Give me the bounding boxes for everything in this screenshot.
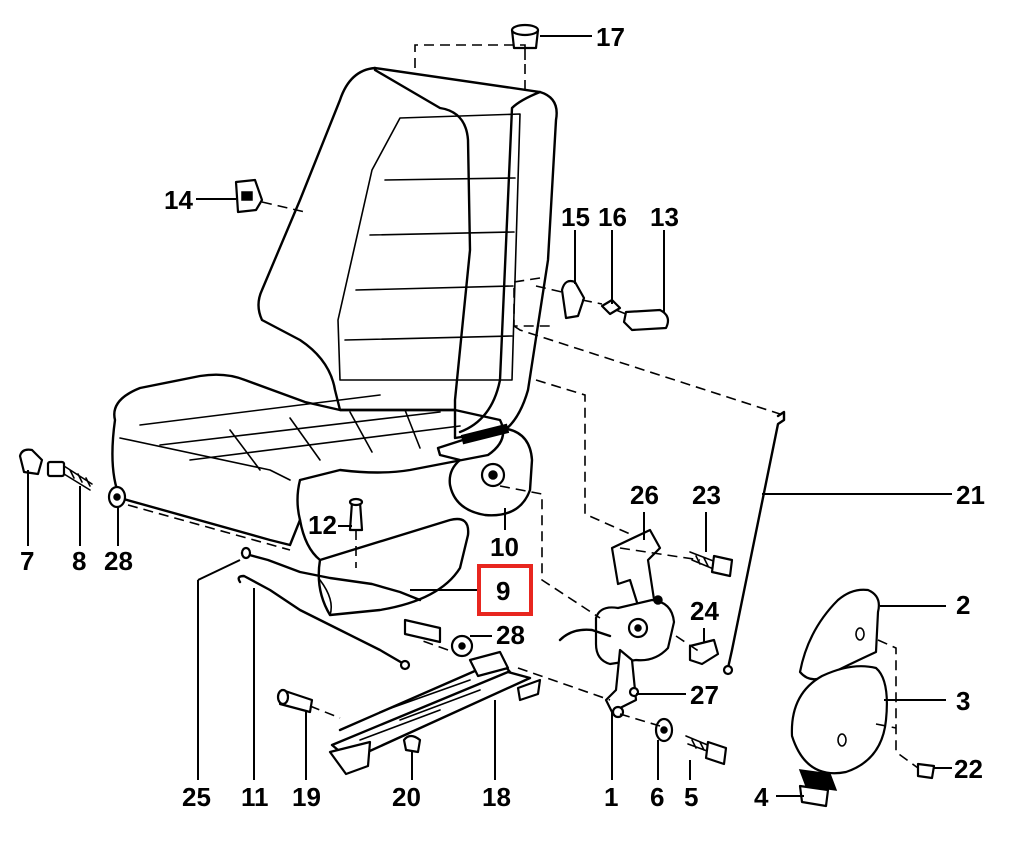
part-12-pin [348, 497, 364, 532]
seat-backrest [257, 66, 558, 440]
part-14-clip [234, 178, 264, 214]
leader-lines [27, 35, 952, 797]
callout-27: 27 [690, 680, 719, 710]
callout-11: 11 [241, 782, 269, 812]
left-fasteners [18, 448, 127, 509]
callout-8: 8 [72, 546, 86, 576]
callout-28-upper: 28 [104, 546, 133, 576]
right-bolts [654, 551, 734, 766]
part-21-rod [722, 410, 786, 676]
callout-18: 18 [482, 782, 511, 812]
callout-9: 9 [496, 576, 510, 606]
callout-6: 6 [650, 782, 664, 812]
callout-4: 4 [754, 782, 769, 812]
callout-23: 23 [692, 480, 721, 510]
callout-5: 5 [684, 782, 698, 812]
callout-21: 21 [956, 480, 985, 510]
callout-26: 26 [630, 480, 659, 510]
lower-washer [403, 618, 474, 658]
callout-7: 7 [20, 546, 34, 576]
callout-10: 10 [490, 532, 519, 562]
callout-28-lower: 28 [496, 620, 525, 650]
callout-15: 15 [561, 202, 590, 232]
side-cover [790, 588, 936, 808]
callout-labels: 17 14 15 16 13 21 26 23 12 10 7 8 28 9 2… [20, 22, 985, 812]
part-19-20 [276, 688, 422, 754]
callout-14: 14 [164, 185, 193, 215]
recliner-mechanism [558, 528, 720, 719]
callout-1: 1 [604, 782, 618, 812]
recliner-cover [436, 423, 534, 517]
highlight-box-part-9 [477, 564, 533, 616]
cable-and-rod [237, 546, 422, 671]
callout-22: 22 [954, 754, 983, 784]
release-lever-parts [560, 279, 670, 332]
part-17-cap [510, 23, 540, 50]
callout-20: 20 [392, 782, 421, 812]
callout-13: 13 [650, 202, 679, 232]
seat-cushion [111, 373, 505, 617]
assembly-lines [127, 44, 919, 769]
seat-track [328, 650, 542, 776]
callout-17: 17 [596, 22, 625, 52]
callout-19: 19 [292, 782, 321, 812]
callout-25: 25 [182, 782, 211, 812]
callout-2: 2 [956, 590, 970, 620]
callout-24: 24 [690, 596, 719, 626]
callout-12: 12 [308, 510, 337, 540]
callout-16: 16 [598, 202, 627, 232]
callout-3: 3 [956, 686, 970, 716]
